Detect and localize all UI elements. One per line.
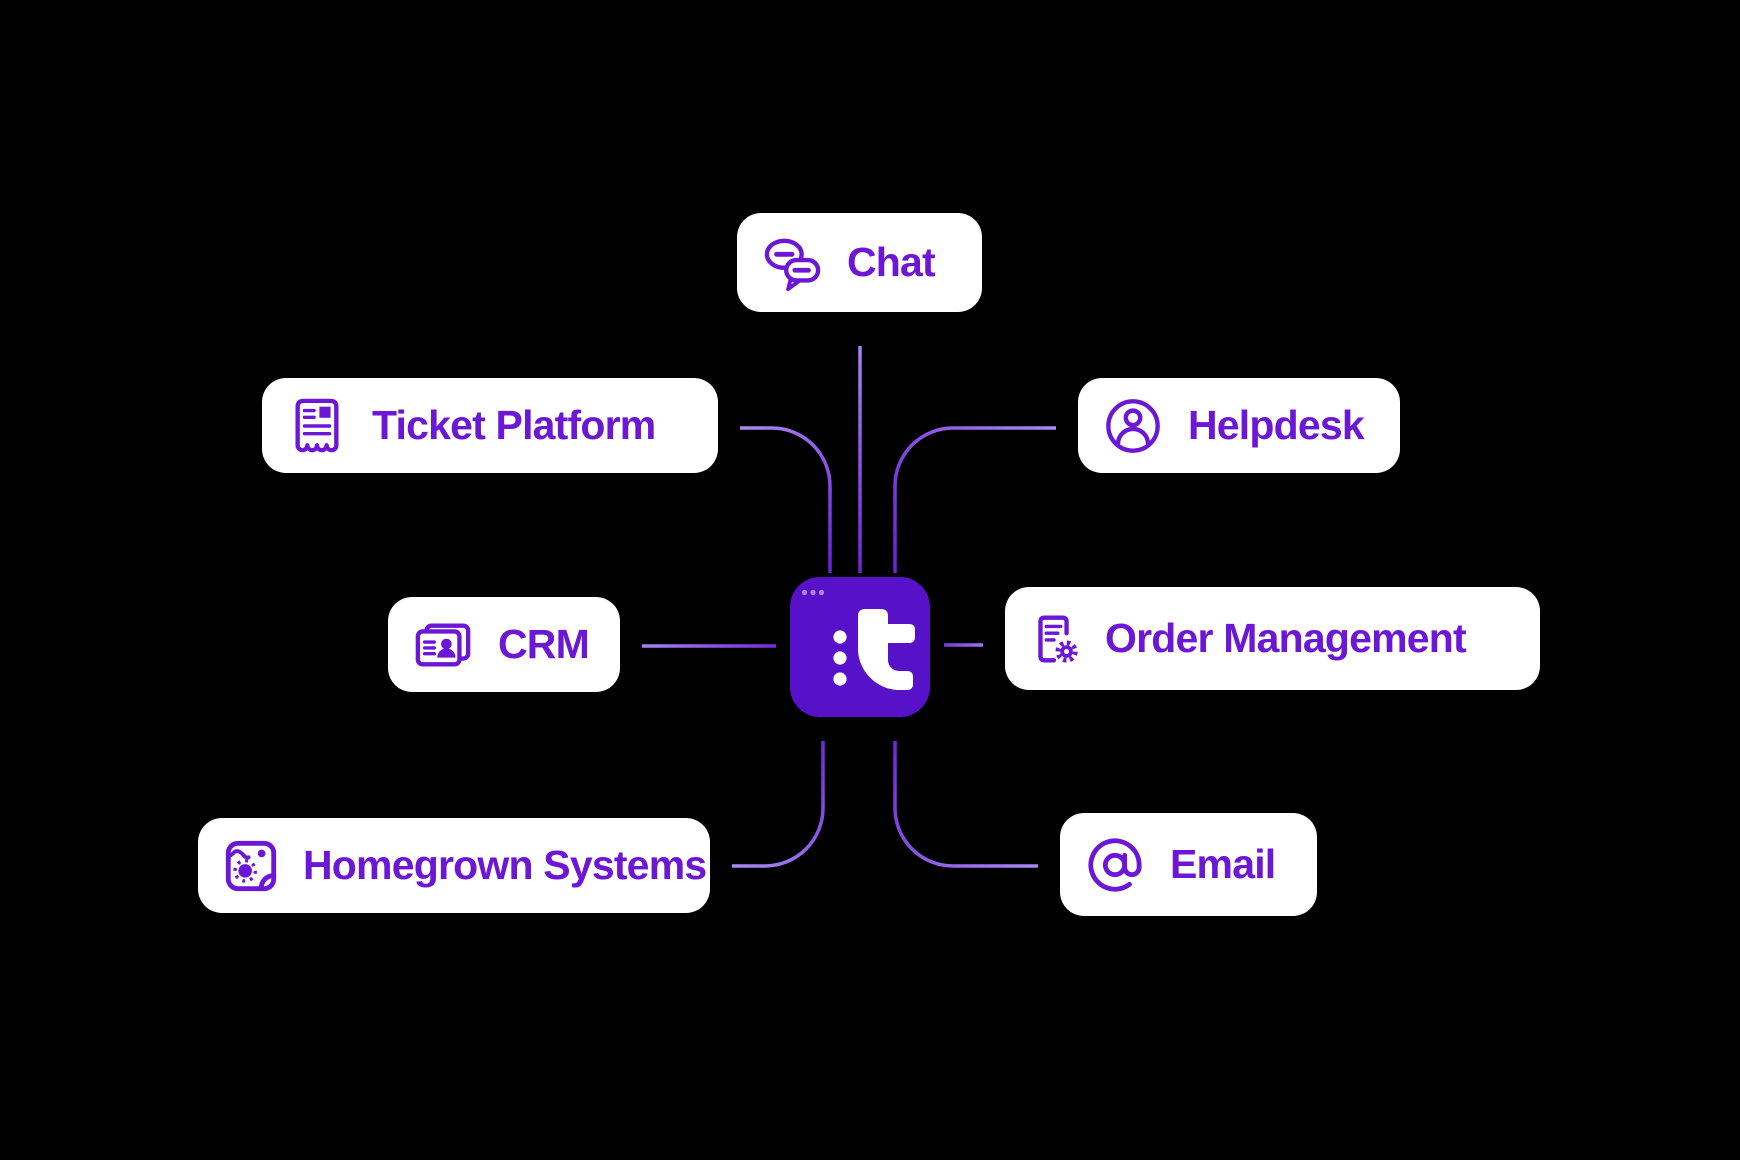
node-homegrown-systems: Homegrown Systems xyxy=(198,818,710,913)
connector-homegrown-systems xyxy=(708,715,825,868)
hub-t-logo xyxy=(801,589,915,690)
hub-node xyxy=(790,577,930,717)
person-circle-icon xyxy=(1104,397,1162,455)
node-email: Email xyxy=(1060,813,1317,916)
system-parts-icon xyxy=(222,837,280,895)
node-label: Chat xyxy=(847,239,936,285)
receipt-ticket-icon xyxy=(288,397,346,455)
connector-helpdesk xyxy=(893,426,1080,579)
connector-ticket-platform xyxy=(716,426,832,579)
node-label: Ticket Platform xyxy=(372,402,656,448)
node-ticket-platform: Ticket Platform xyxy=(262,378,718,473)
node-label: Email xyxy=(1170,841,1276,887)
chat-bubbles-icon xyxy=(763,234,821,292)
node-chat: Chat xyxy=(737,213,982,312)
at-sign-icon xyxy=(1086,836,1144,894)
node-label: Order Management xyxy=(1105,615,1467,661)
contact-card-icon xyxy=(414,616,472,674)
hub-window-dots xyxy=(801,589,825,596)
document-gear-icon xyxy=(1025,610,1083,668)
node-label: CRM xyxy=(498,621,590,667)
node-crm: CRM xyxy=(388,597,620,692)
connector-email xyxy=(893,715,1062,868)
node-label: Homegrown Systems xyxy=(303,842,707,888)
node-helpdesk: Helpdesk xyxy=(1078,378,1400,473)
node-label: Helpdesk xyxy=(1188,402,1365,448)
node-order-management: Order Management xyxy=(1005,587,1540,690)
